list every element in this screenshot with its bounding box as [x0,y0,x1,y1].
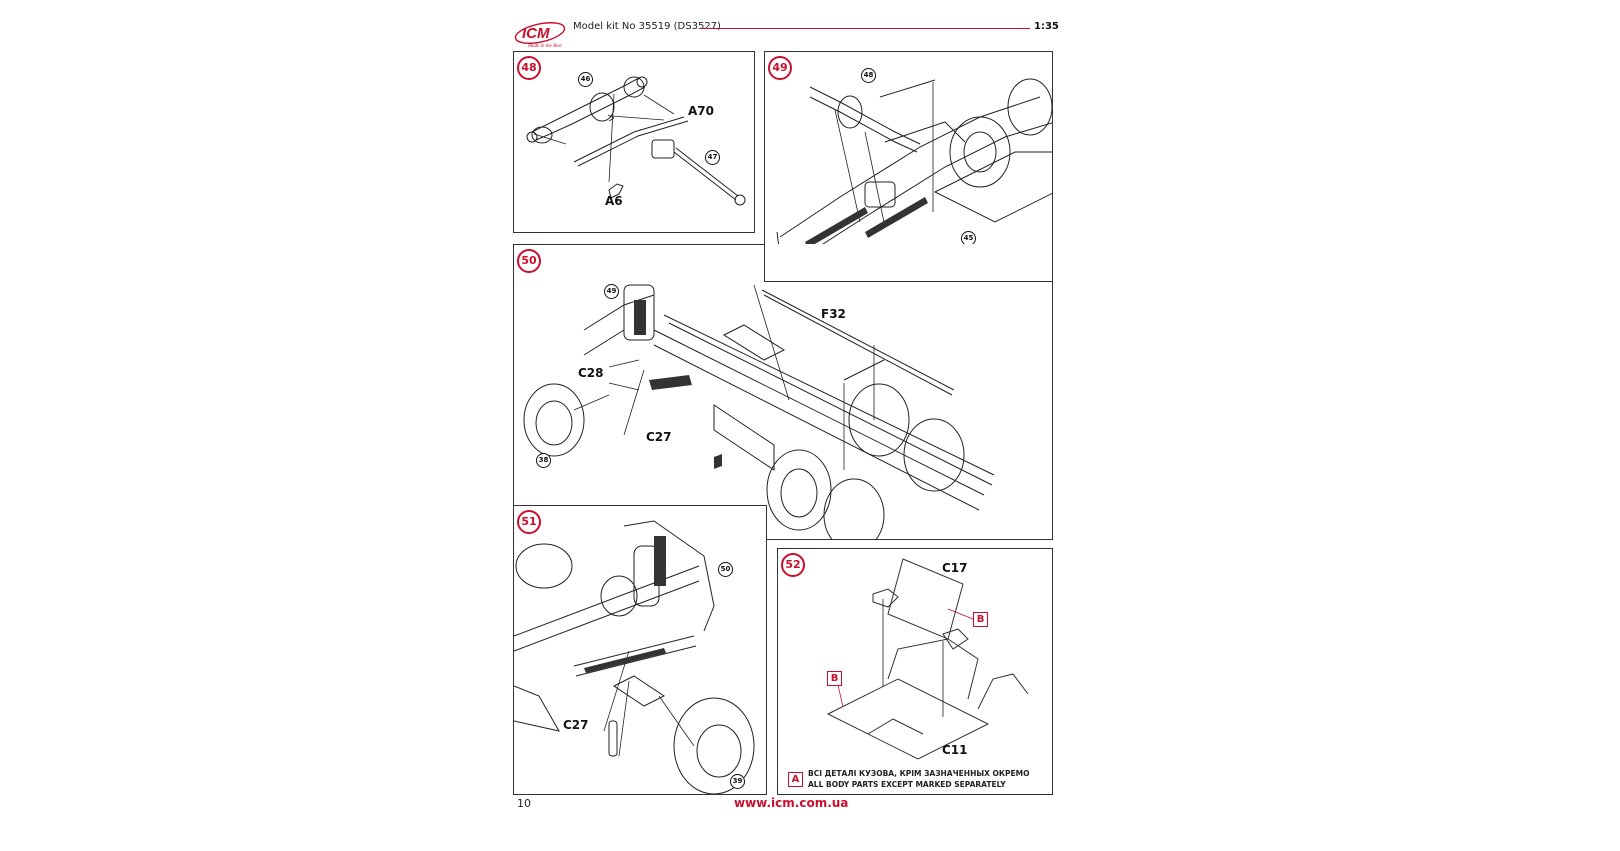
step-number: 50 [517,249,541,273]
step-52-panel: 52 C17 C11 B B A ВСІ ДЕТАЛІ КУЗОВА, КРІМ… [777,548,1053,795]
ref-circle-39: 39 [730,774,745,789]
part-label-c17: C17 [942,561,968,575]
brand-tagline: Made in the Best [527,44,562,49]
ref-circle-50: 50 [718,562,733,577]
step-48-panel: 48 46 47 A70 A6 [513,51,755,233]
front-axle-drawing [514,520,755,794]
step-49-panel: 49 48 45 [764,51,1053,282]
paint-tag-b: B [973,612,988,627]
part-label-a70: A70 [688,104,714,118]
part-label-c11: C11 [942,743,968,757]
chassis-front-drawing [776,78,1052,281]
ref-circle-49: 49 [604,284,619,299]
axle-assembly-drawing [526,76,746,206]
step-number: 49 [768,56,792,80]
part-label-c28: C28 [578,366,604,380]
ref-circle-46: 46 [578,72,593,87]
part-label-a6: A6 [605,194,623,208]
ref-circle-38: 38 [536,453,551,468]
chassis-full-drawing [523,284,995,539]
website-link[interactable]: www.icm.com.ua [734,796,849,810]
step-49-panel-bottom [764,244,1053,282]
ref-circle-48: 48 [861,68,876,83]
step-number: 51 [517,510,541,534]
ref-circle-47: 47 [705,150,720,165]
cab-floor-drawing [826,558,1029,760]
part-label-c27: C27 [646,430,672,444]
legend-note: ВСІ ДЕТАЛІ КУЗОВА, КРІМ ЗАЗНАЧЕННЫХ ОКРЕ… [808,768,1029,790]
step-50-panel: 50 49 38 F32 C28 C27 [513,244,1053,540]
step-number: 52 [781,553,805,577]
step-number: 48 [517,56,541,80]
kit-title: Model kit No 35519 (DS3527) [573,21,721,32]
paint-tag-b: B [827,671,842,686]
brand-text: ICM [522,25,550,42]
step-51-panel: 51 50 39 C27 [513,505,767,795]
part-label-c27: C27 [563,718,589,732]
legend-line-ua: ВСІ ДЕТАЛІ КУЗОВА, КРІМ ЗАЗНАЧЕННЫХ ОКРЕ… [808,769,1030,778]
page-number: 10 [517,797,531,810]
kit-scale: 1:35 [1034,21,1059,32]
legend-tag-a: A [788,772,803,787]
legend-line-en: ALL BODY PARTS EXCEPT MARKED SEPARATELY [808,780,1006,789]
header-rule [700,28,1030,29]
icm-logo: ICM Made in the Best [512,18,568,50]
part-label-f32: F32 [821,307,846,321]
